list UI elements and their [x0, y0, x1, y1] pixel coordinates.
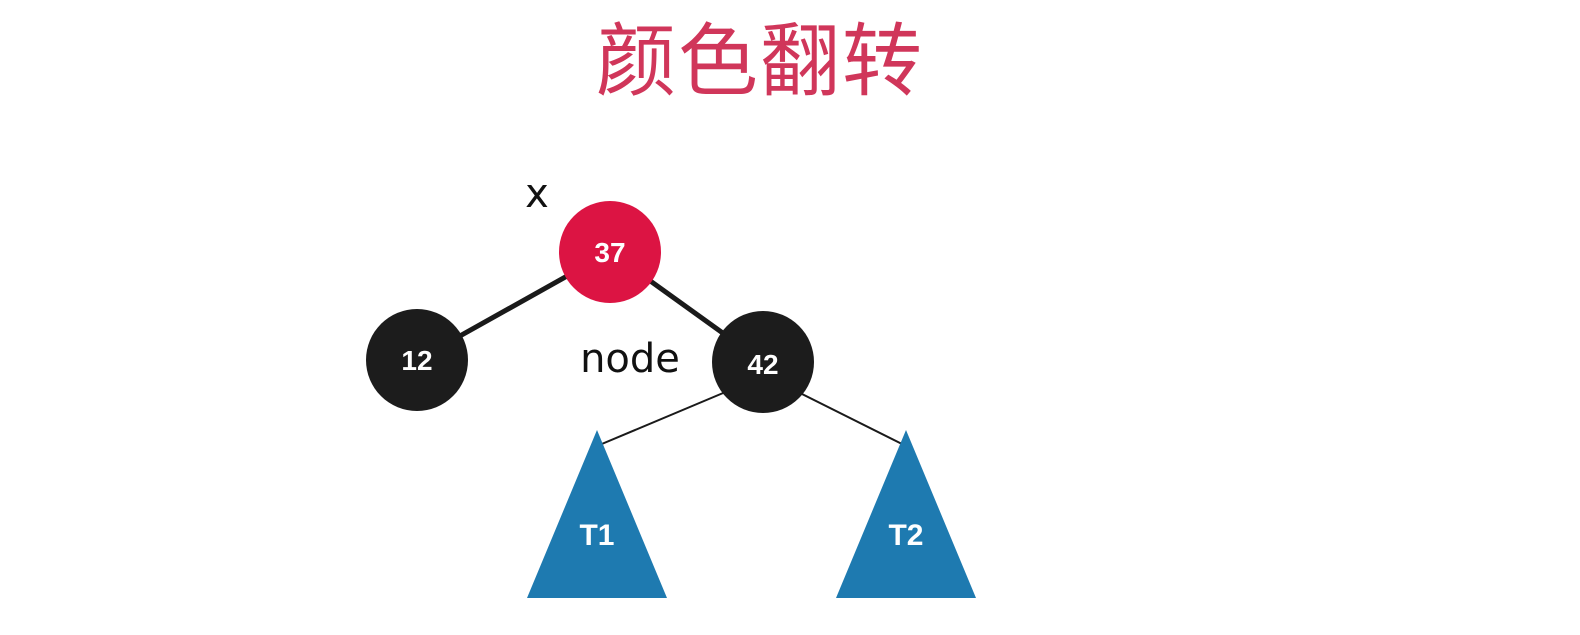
node-12-circle — [366, 309, 468, 411]
x-annotation: x — [525, 171, 549, 217]
node-42-circle — [712, 311, 814, 413]
page-title: 颜色翻转 — [596, 15, 924, 108]
subtree-t2-label: T2 — [888, 519, 923, 552]
subtree-t1-label: T1 — [579, 519, 614, 552]
edge-42-t2 — [789, 387, 907, 447]
node-12-label: 12 — [401, 345, 432, 376]
node-annotation: node — [580, 336, 680, 382]
subtree-t2-triangle — [836, 430, 976, 598]
node-42-label: 42 — [747, 349, 778, 380]
subtree-t1-triangle — [527, 430, 667, 598]
node-37-circle — [559, 201, 661, 303]
edge-42-t1 — [596, 387, 736, 447]
node-37-label: 37 — [594, 237, 625, 268]
